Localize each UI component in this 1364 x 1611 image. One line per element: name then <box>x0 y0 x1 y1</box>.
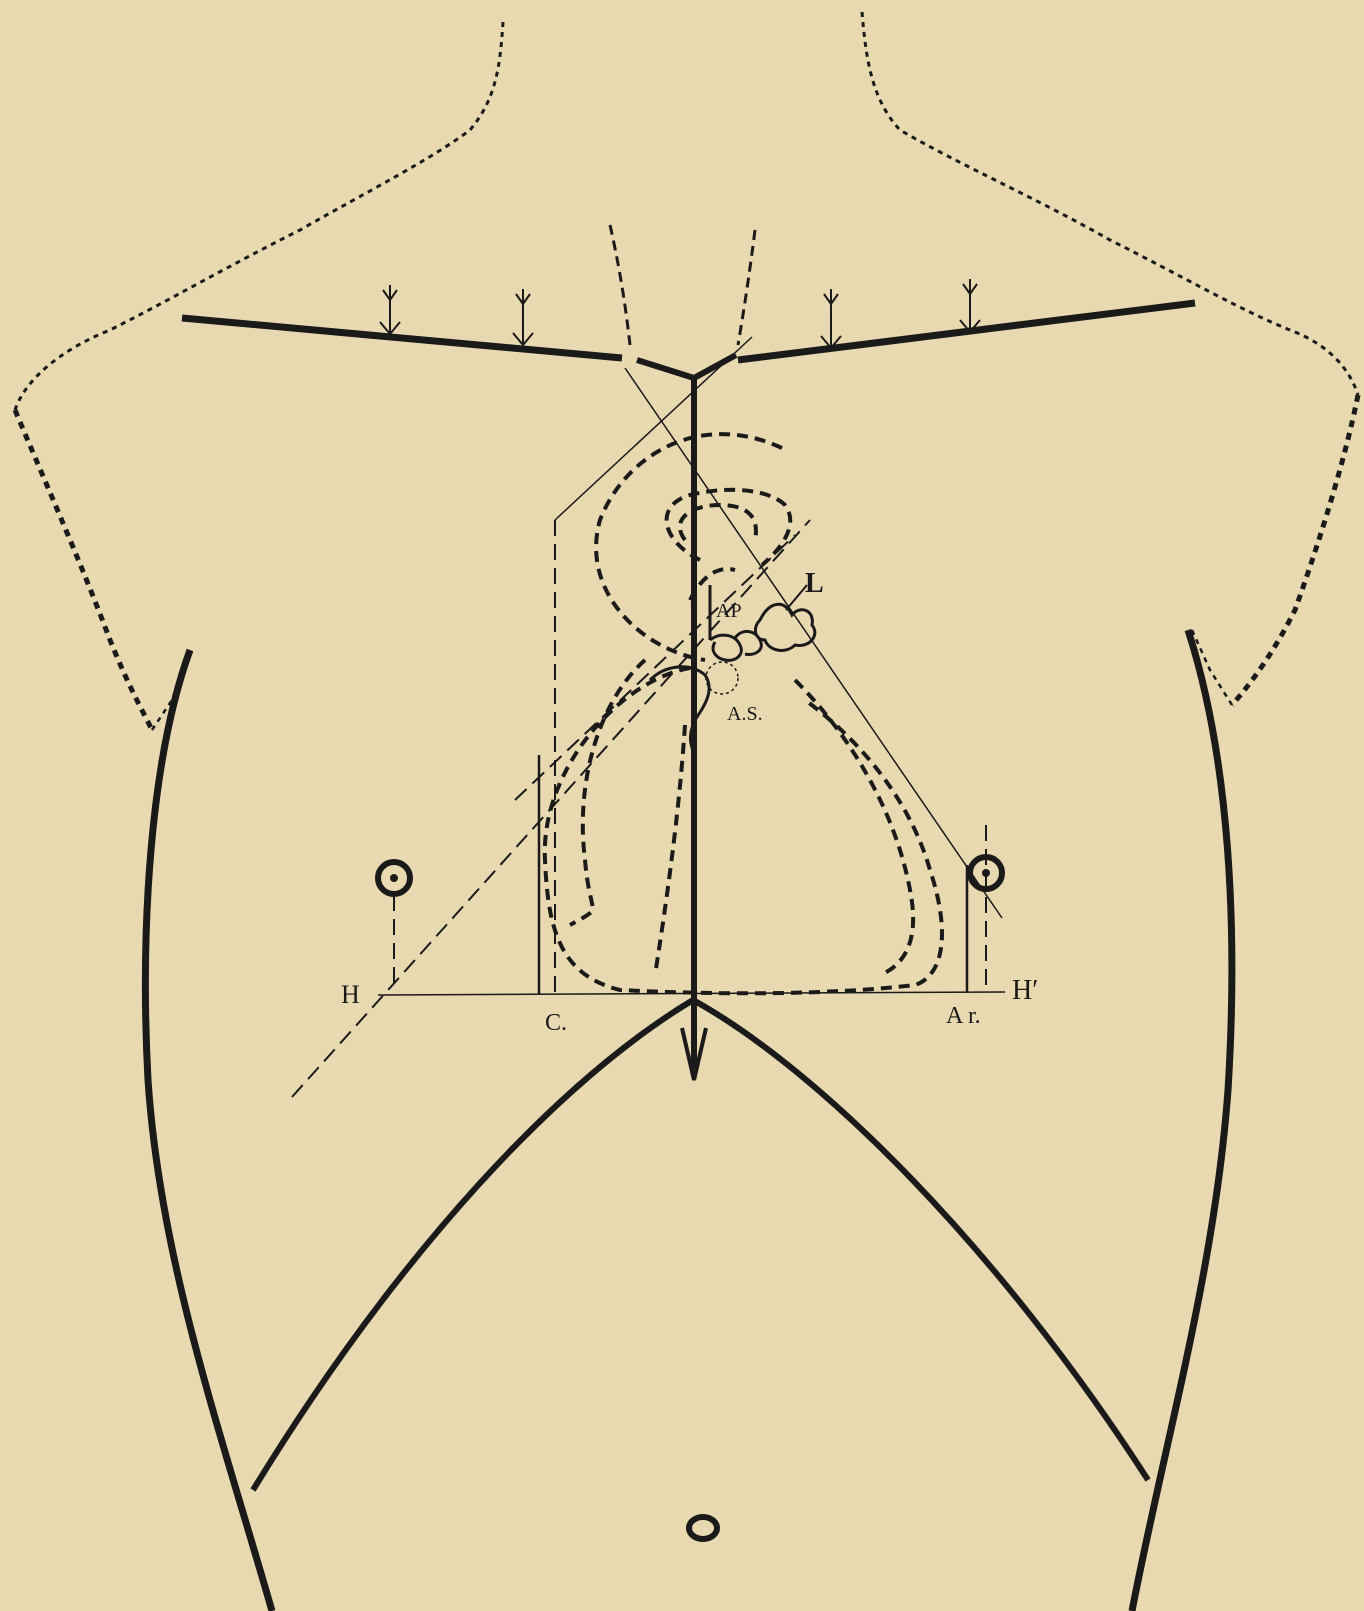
left-costal-margin <box>253 1000 693 1490</box>
torso-outline <box>145 630 1231 1611</box>
left-torso-line <box>145 650 272 1611</box>
label-ap: AP <box>716 600 742 622</box>
right-arm-outline <box>1232 395 1358 705</box>
neck-right-line <box>738 230 755 345</box>
dashed-construction-lines <box>292 520 986 1097</box>
clavicle-mark-1 <box>380 285 400 334</box>
aortic-valve-mark <box>650 667 709 755</box>
right-clavicle <box>738 303 1195 360</box>
left-nipple <box>378 862 410 894</box>
mitral-valve-mark <box>755 604 814 650</box>
navel-icon <box>689 1517 717 1539</box>
right-costal-margin <box>693 1000 1148 1480</box>
aortic-area-dotted-circle <box>706 662 738 694</box>
left-nipple-center <box>390 874 398 882</box>
heart-contour-septum <box>655 725 685 975</box>
aortic-arch-contour <box>667 490 791 565</box>
right-torso-line <box>1132 630 1232 1611</box>
left-arm-outline <box>15 410 152 730</box>
label-l: L <box>805 568 824 599</box>
neck-left-line <box>610 225 630 345</box>
right-nipple-center <box>982 869 990 877</box>
label-h-right: H′ <box>1012 975 1038 1006</box>
costal-arch <box>253 1000 1148 1490</box>
label-h-left: H <box>341 980 360 1009</box>
neck-left-outline <box>15 22 503 410</box>
clavicle-mark-4 <box>960 279 980 332</box>
valve-pointer-l <box>786 585 807 610</box>
body-outline <box>15 12 1358 730</box>
clavicle-mark-3 <box>821 289 841 348</box>
label-c: C. <box>545 1010 567 1036</box>
heart-contour-right <box>795 680 913 975</box>
label-as: A.S. <box>727 703 763 725</box>
heart-inner-contour <box>570 660 645 925</box>
left-clavicle <box>182 318 622 358</box>
label-ar: A r. <box>946 1003 981 1029</box>
neck-lines <box>610 225 755 345</box>
clavicle-mark-2 <box>513 289 533 345</box>
pulmonary-valve-mark <box>710 631 761 660</box>
dashed-diagonal-short <box>515 535 795 800</box>
clavicles <box>182 303 1195 378</box>
